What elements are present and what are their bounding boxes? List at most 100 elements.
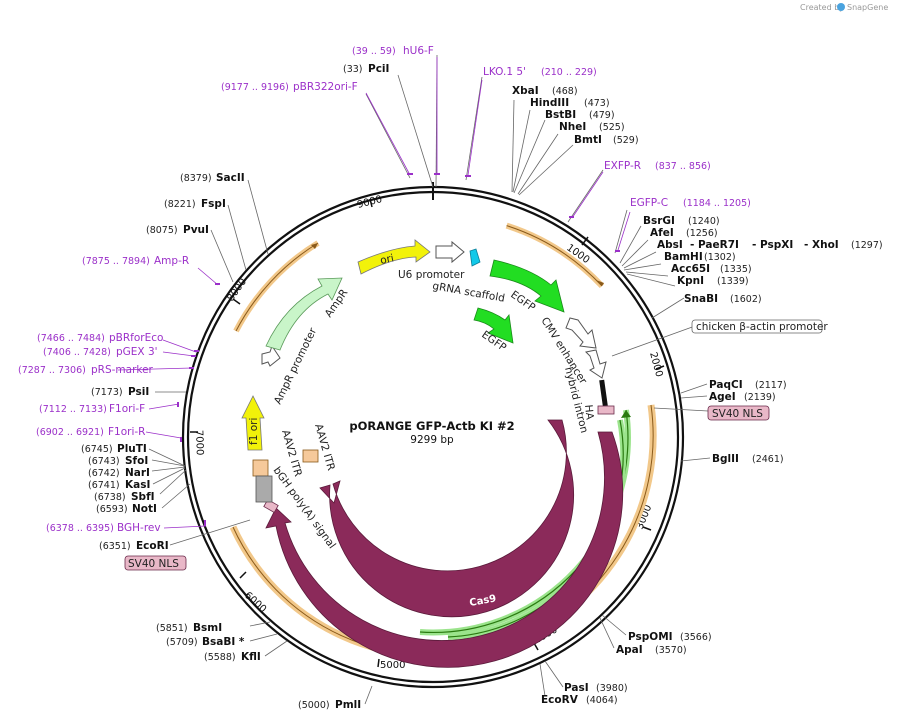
enzyme-name-bstbi: BstBI	[545, 109, 576, 121]
enzyme-name-hindiii: HindIII	[530, 97, 569, 109]
egfp-inner-arrow	[473, 307, 514, 344]
enzyme-name-pasi: PasI	[564, 682, 589, 694]
primer-coord-lko: (210 .. 229)	[541, 67, 597, 78]
tick-label-2000: 2000	[647, 351, 664, 378]
primer-name-prs-marker: pRS-marker	[91, 364, 154, 376]
enzyme-coord-bsrgi: (1240)	[688, 216, 720, 227]
callout-lines	[148, 54, 711, 705]
enzyme-name-apai: ApaI	[616, 644, 643, 656]
enzyme-coord-bamhi: (1302)	[704, 252, 736, 263]
primer-coord-amp-r: (7875 .. 7894)	[82, 256, 150, 267]
primer-name-f1ori-f: F1ori-F	[109, 403, 145, 415]
aav2-itr-block-2	[302, 449, 319, 463]
enzyme-name-kfli: KflI	[241, 651, 261, 663]
primer-name-f1ori-r: F1ori-R	[108, 426, 145, 438]
enzyme-name-xbai: XbaI	[512, 85, 539, 97]
enzyme-coord-nari: (6742)	[88, 468, 120, 479]
enzyme-coord-sbfi: (6738)	[94, 492, 126, 503]
enzyme-name-bglii: BglII	[712, 453, 739, 465]
enzyme-name-pspomi: PspOMI	[628, 631, 673, 643]
enzyme-coord-pmli: (5000)	[298, 700, 330, 711]
primer-coord-prs-marker: (7287 .. 7306)	[18, 365, 86, 376]
enzyme-coord-sfoi: (6743)	[88, 456, 120, 467]
enzyme-coord-pvui: (8075)	[146, 225, 178, 236]
enzyme-coord-bmti: (529)	[613, 135, 639, 146]
enzyme-name-acc65i: Acc65I	[671, 263, 710, 275]
enzyme-coord-kasi: (6741)	[88, 480, 120, 491]
primer-coord-hu6-f: (39 .. 59)	[352, 46, 396, 57]
sv40-nls-feature-left	[263, 498, 279, 514]
hybrid-intron-arrow	[584, 349, 607, 379]
tick-label-9000: 9000	[356, 194, 383, 211]
chicken-promoter-label: chicken β-actin promoter	[696, 321, 828, 333]
primer-tick-marks	[177, 173, 620, 526]
cas9-inner-label: Cas9	[444, 542, 473, 558]
enzyme-name-agei: AgeI	[709, 391, 736, 403]
enzyme-name-pluti: PluTI	[117, 443, 147, 455]
ori-label: ori	[379, 252, 395, 267]
enzyme-name-sbfi: SbfI	[131, 491, 155, 503]
u6-promoter-label: U6 promoter	[398, 269, 465, 281]
enzyme-name-snabi: SnaBI	[684, 293, 718, 305]
enzyme-coord-pluti: (6745)	[81, 444, 113, 455]
enzyme-coord-pcii: (33)	[343, 64, 363, 75]
primer-coord-pgex: (7406 .. 7428)	[43, 347, 111, 358]
enzyme-name-pspxi: - PspXI	[752, 239, 793, 251]
enzyme-name-xhoi: - XhoI	[804, 239, 839, 251]
snapgene-brand: SnapGene	[847, 3, 888, 12]
insert-marker-bar	[599, 379, 608, 407]
enzyme-coord-sacii: (8379)	[180, 173, 212, 184]
enzyme-coord-bsabi: (5709)	[166, 637, 198, 648]
enzyme-name-bsabi: BsaBI *	[202, 636, 245, 648]
primer-name-pbr322ori-f: pBR322ori-F	[293, 81, 358, 93]
sv40-nls-feature-right	[597, 405, 615, 415]
primer-name-bgh-rev: BGH-rev	[117, 522, 161, 534]
cas9-outer-label: Cas9	[469, 593, 498, 609]
sv40-nls-label-left: SV40 NLS	[128, 558, 179, 570]
primer-coord-f1ori-r: (6902 .. 6921)	[36, 427, 104, 438]
enzyme-coord-nhei: (525)	[599, 122, 625, 133]
primer-coord-egfp-c: (1184 .. 1205)	[683, 198, 751, 209]
tick-9000	[369, 198, 373, 208]
enzyme-coord-acc65i: (1335)	[720, 264, 752, 275]
tick-8000	[232, 298, 241, 305]
sv40-nls-label-right: SV40 NLS	[712, 408, 763, 420]
enzyme-coord-noti: (6593)	[96, 504, 128, 515]
enzyme-coord-bstbi: (479)	[589, 110, 615, 121]
chicken-promoter-box	[691, 319, 823, 334]
egfp-outer-arrow	[489, 259, 565, 313]
primer-name-pgex: pGEX 3'	[116, 346, 158, 358]
created-by-label: Created by	[800, 3, 844, 12]
primer-name-egfp-c: EGFP-C	[630, 197, 668, 209]
enzyme-coord-kpni: (1339)	[717, 276, 749, 287]
sv40-nls-box-right	[707, 405, 770, 421]
enzyme-name-absi: AbsI	[657, 239, 683, 251]
enzyme-name-pvui: PvuI	[183, 224, 209, 236]
enzyme-coord-pspomi: (3566)	[680, 632, 712, 643]
enzyme-name-sacii: SacII	[216, 172, 245, 184]
enzyme-name-paer7i: - PaeR7I	[690, 239, 739, 251]
ampr-promoter-arrow	[261, 344, 281, 367]
aav2-itr-label-2: AAV2 ITR	[312, 423, 337, 472]
enzyme-name-paqci: PaqCI	[709, 379, 743, 391]
enzyme-name-bamhi: BamHI	[664, 251, 703, 263]
primer-callout-lines	[117, 57, 631, 529]
scale-ticks	[190, 182, 665, 668]
tick-5000	[377, 658, 380, 668]
enzyme-coord-fspi: (8221)	[164, 199, 196, 210]
plasmid-title: pORANGE GFP-Actb KI #2	[349, 419, 514, 433]
tick-3000	[642, 526, 652, 531]
primer-coord-f1ori-f: (7112 .. 7133)	[39, 404, 107, 415]
enzyme-name-nari: NarI	[125, 467, 150, 479]
grna-scaffold-shape	[469, 248, 481, 267]
snapgene-logo-icon	[837, 3, 845, 11]
aav2-itr-block-1	[252, 459, 269, 477]
primer-coord-pbr322ori-f: (9177 .. 9196)	[221, 82, 289, 93]
enzyme-name-kasi: KasI	[125, 479, 150, 491]
track-orange-amp-line	[235, 242, 319, 332]
grna-scaffold-label: gRNA scaffold	[431, 280, 505, 305]
enzyme-coord-paqci: (2117)	[755, 380, 787, 391]
track-orange-egfp-line	[506, 225, 603, 287]
